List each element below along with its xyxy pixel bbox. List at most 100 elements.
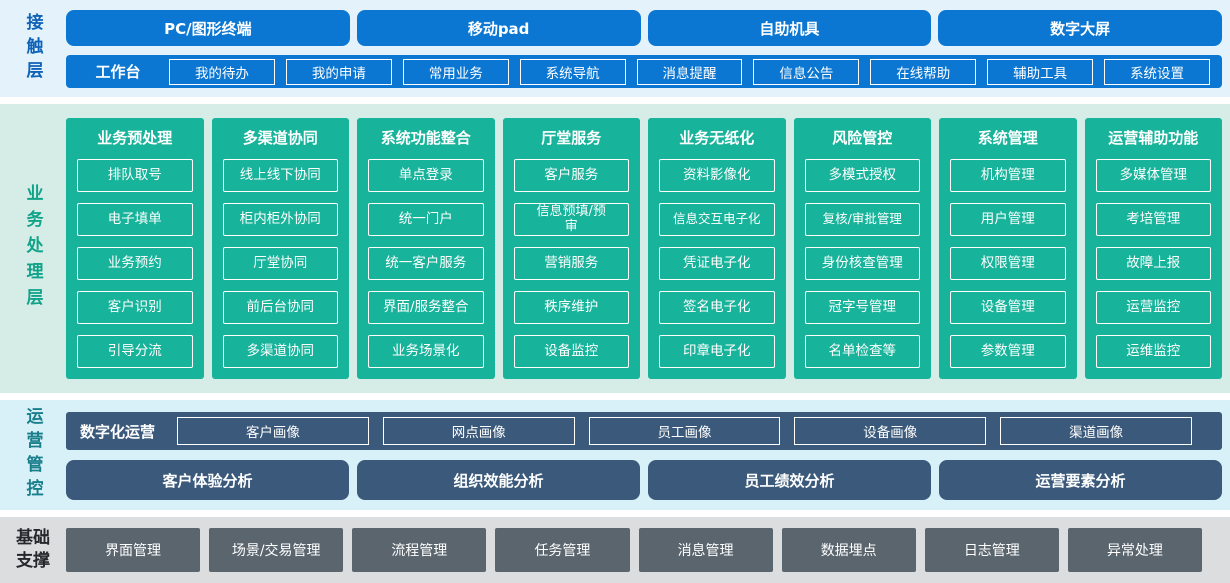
workbench-item-online-help: 在线帮助 <box>870 58 977 85</box>
biz-item: 客户服务 <box>513 159 629 192</box>
business-layer-gutter: 业务处理层 <box>0 104 66 393</box>
contact-layer-content: PC/图形终端 移动pad 自助机具 数字大屏 工作台 我的待办 我的申请 常用… <box>66 0 1222 97</box>
column-title: 系统功能整合 <box>380 129 471 147</box>
biz-item: 单点登录 <box>368 159 484 192</box>
operations-layer-band: 运营管控 数字化运营 客户画像 网点画像 员工画像 设备画像 渠道画像 客户体验… <box>0 400 1230 510</box>
biz-item: 柜内柜外协同 <box>222 203 338 236</box>
workbench-item-todo: 我的待办 <box>169 58 275 85</box>
biz-item: 权限管理 <box>950 247 1066 280</box>
biz-item: 线上线下协同 <box>222 159 338 192</box>
biz-item: 身份核查管理 <box>804 247 920 280</box>
workbench-item-common-business: 常用业务 <box>402 58 509 85</box>
portrait-employee: 员工画像 <box>588 417 781 445</box>
business-layer-label: 业务处理层 <box>22 183 43 314</box>
column-business-preprocessing: 业务预处理 排队取号 电子填单 业务预约 客户识别 引导分流 <box>66 118 204 379</box>
foundation-layer-band: 基础支撑 界面管理 场景/交易管理 流程管理 任务管理 消息管理 数据埋点 日志… <box>0 517 1230 583</box>
terminal-mobile-pad: 移动pad <box>356 10 641 46</box>
biz-item: 复核/审批管理 <box>804 203 920 236</box>
biz-item: 参数管理 <box>950 335 1066 368</box>
band-separator <box>0 393 1230 400</box>
workbench-item-navigation: 系统导航 <box>519 58 626 85</box>
column-title: 业务预处理 <box>97 129 173 147</box>
biz-item: 签名电子化 <box>659 291 775 324</box>
operations-layer-gutter: 运营管控 <box>0 400 66 510</box>
biz-item: 业务预约 <box>77 247 193 280</box>
band-separator <box>0 510 1230 517</box>
biz-item: 凭证电子化 <box>659 247 775 280</box>
biz-item: 多媒体管理 <box>1095 159 1211 192</box>
biz-item: 运维监控 <box>1095 335 1211 368</box>
terminal-row: PC/图形终端 移动pad 自助机具 数字大屏 <box>66 10 1222 46</box>
workbench-item-applications: 我的申请 <box>285 58 392 85</box>
column-multichannel-collab: 多渠道协同 线上线下协同 柜内柜外协同 厅堂协同 前后台协同 多渠道协同 <box>211 118 349 379</box>
workbench-item-announcements: 信息公告 <box>753 58 860 85</box>
biz-item: 统一客户服务 <box>368 247 484 280</box>
foundation-scene-transaction: 场景/交易管理 <box>209 528 344 572</box>
portrait-device: 设备画像 <box>794 417 987 445</box>
foundation-layer-label: 基础支撑 <box>16 528 50 571</box>
biz-item: 故障上报 <box>1095 247 1211 280</box>
business-layer-band: 业务处理层 业务预处理 排队取号 电子填单 业务预约 客户识别 引导分流 多渠道… <box>0 104 1230 393</box>
biz-item: 设备监控 <box>513 335 629 368</box>
column-risk-control: 风险管控 多模式授权 复核/审批管理 身份核查管理 冠字号管理 名单检查等 <box>793 118 931 379</box>
column-system-integration: 系统功能整合 单点登录 统一门户 统一客户服务 界面/服务整合 业务场景化 <box>357 118 495 379</box>
column-title: 业务无纸化 <box>679 129 755 147</box>
biz-item: 资料影像化 <box>659 159 775 192</box>
foundation-exception-handling: 异常处理 <box>1067 528 1202 572</box>
contact-layer-gutter: 接触层 <box>0 0 66 97</box>
digital-ops-label: 数字化运营 <box>80 422 156 441</box>
foundation-ui-management: 界面管理 <box>66 528 201 572</box>
terminal-pc: PC/图形终端 <box>66 10 350 46</box>
biz-item: 电子填单 <box>77 203 193 236</box>
biz-item: 客户识别 <box>77 291 193 324</box>
analysis-row: 客户体验分析 组织效能分析 员工绩效分析 运营要素分析 <box>66 460 1222 500</box>
biz-item: 多模式授权 <box>804 159 920 192</box>
band-separator <box>0 97 1230 104</box>
biz-item: 运营监控 <box>1095 291 1211 324</box>
terminal-digital-screen: 数字大屏 <box>938 10 1222 46</box>
biz-item: 前后台协同 <box>222 291 338 324</box>
foundation-message-management: 消息管理 <box>638 528 773 572</box>
analysis-operation-elements: 运营要素分析 <box>939 460 1222 500</box>
column-ops-aux-functions: 运营辅助功能 多媒体管理 考培管理 故障上报 运营监控 运维监控 <box>1084 118 1222 379</box>
column-title: 系统管理 <box>977 129 1038 147</box>
business-layer-content: 业务预处理 排队取号 电子填单 业务预约 客户识别 引导分流 多渠道协同 线上线… <box>66 104 1222 393</box>
biz-item: 名单检查等 <box>804 335 920 368</box>
biz-item: 用户管理 <box>950 203 1066 236</box>
workbench-item-aux-tools: 辅助工具 <box>987 58 1094 85</box>
column-hall-services: 厅堂服务 客户服务 信息预填/预审 营销服务 秩序维护 设备监控 <box>502 118 640 379</box>
biz-item: 排队取号 <box>77 159 193 192</box>
foundation-process-management: 流程管理 <box>352 528 487 572</box>
biz-item: 冠字号管理 <box>804 291 920 324</box>
biz-item: 信息交互电子化 <box>659 203 775 236</box>
biz-item: 业务场景化 <box>368 335 484 368</box>
column-system-management: 系统管理 机构管理 用户管理 权限管理 设备管理 参数管理 <box>939 118 1077 379</box>
foundation-log-management: 日志管理 <box>924 528 1059 572</box>
portrait-customer: 客户画像 <box>177 417 369 445</box>
biz-item: 设备管理 <box>950 291 1066 324</box>
column-title: 多渠道协同 <box>242 129 318 147</box>
contact-layer-band: 接触层 PC/图形终端 移动pad 自助机具 数字大屏 工作台 我的待办 我的申… <box>0 0 1230 97</box>
biz-item: 多渠道协同 <box>222 335 338 368</box>
workbench-item-reminders: 消息提醒 <box>636 58 743 85</box>
digital-ops-bar: 数字化运营 客户画像 网点画像 员工画像 设备画像 渠道画像 <box>66 412 1222 450</box>
workbench-item-system-settings: 系统设置 <box>1104 58 1211 85</box>
column-paperless-business: 业务无纸化 资料影像化 信息交互电子化 凭证电子化 签名电子化 印章电子化 <box>648 118 786 379</box>
biz-item: 界面/服务整合 <box>368 291 484 324</box>
analysis-customer-experience: 客户体验分析 <box>66 460 349 500</box>
operations-layer-label: 运营管控 <box>22 407 43 503</box>
foundation-layer-content: 界面管理 场景/交易管理 流程管理 任务管理 消息管理 数据埋点 日志管理 异常… <box>66 517 1202 583</box>
workbench-bar: 工作台 我的待办 我的申请 常用业务 系统导航 消息提醒 信息公告 在线帮助 辅… <box>66 55 1222 88</box>
biz-item: 营销服务 <box>513 247 629 280</box>
foundation-layer-gutter: 基础支撑 <box>0 517 66 583</box>
biz-item: 印章电子化 <box>659 335 775 368</box>
biz-item: 厅堂协同 <box>222 247 338 280</box>
biz-item: 考培管理 <box>1095 203 1211 236</box>
portrait-channel: 渠道画像 <box>1000 417 1192 445</box>
operations-layer-content: 数字化运营 客户画像 网点画像 员工画像 设备画像 渠道画像 客户体验分析 组织… <box>66 400 1222 510</box>
foundation-data-tracking: 数据埋点 <box>781 528 916 572</box>
biz-item: 引导分流 <box>77 335 193 368</box>
biz-item: 信息预填/预审 <box>513 203 629 236</box>
analysis-org-efficiency: 组织效能分析 <box>357 460 640 500</box>
